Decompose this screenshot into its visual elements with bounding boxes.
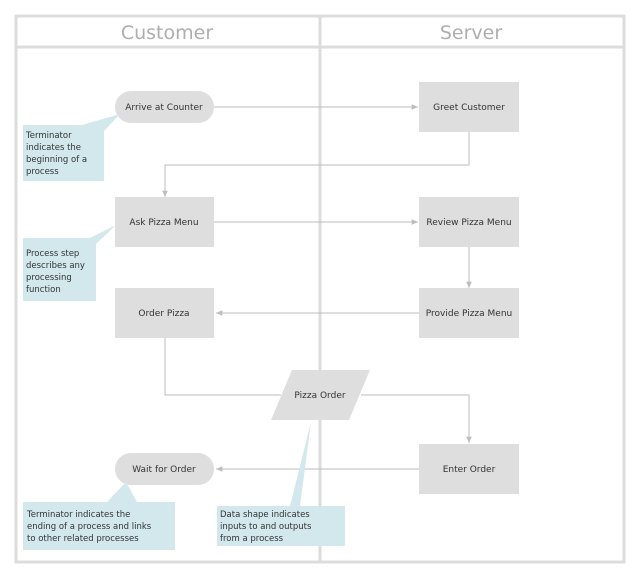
note-terminator-end-line: ending of a process and links (27, 522, 152, 532)
note-terminator-end-line: to other related processes (27, 534, 139, 544)
note-terminator-start-line: indicates the (26, 143, 81, 153)
note-process-step-line: describes any (26, 261, 85, 271)
process-ask-menu[interactable]: Ask Pizza Menu (115, 197, 214, 247)
process-enter-order-label: Enter Order (443, 465, 496, 475)
process-greet[interactable]: Greet Customer (419, 82, 519, 132)
process-review-menu-label: Review Pizza Menu (426, 218, 511, 228)
svg-text:Data shape indicates inp: Data shape indicates inputs to and outpu… (220, 510, 314, 544)
data-pizza-order[interactable]: Pizza Order (271, 370, 370, 420)
process-order-pizza-label: Order Pizza (138, 309, 189, 319)
process-greet-label: Greet Customer (433, 103, 505, 113)
note-data-shape-line: inputs to and outputs (220, 522, 312, 532)
note-process-step-line: processing (26, 273, 72, 283)
note-process-step-line: function (26, 285, 61, 295)
svg-text:Terminator indicates the: Terminator indicates the ending of a pro… (26, 510, 154, 544)
process-order-pizza[interactable]: Order Pizza (115, 288, 214, 338)
note-data-shape: Data shape indicates inputs to and outpu… (217, 422, 345, 546)
process-ask-menu-label: Ask Pizza Menu (129, 218, 198, 228)
connector-greet-to-ask (162, 132, 470, 197)
process-provide-menu-label: Provide Pizza Menu (426, 309, 512, 319)
connector-data-to-enter (361, 394, 472, 443)
note-terminator-end: Terminator indicates the ending of a pro… (23, 482, 175, 550)
svg-text:Process step describes a: Process step describes any processing fu… (26, 249, 88, 295)
lane-title-server: Server (440, 22, 502, 44)
note-process-step-line: Process step (26, 249, 79, 259)
terminator-arrive[interactable]: Arrive at Counter (115, 91, 214, 123)
process-review-menu[interactable]: Review Pizza Menu (419, 197, 519, 247)
data-pizza-order-label: Pizza Order (294, 391, 345, 401)
note-terminator-start-line: Terminator (25, 131, 72, 141)
svg-text:Terminator indicates the: Terminator indicates the beginning of a … (25, 131, 90, 177)
terminator-wait-label: Wait for Order (132, 465, 196, 475)
connectors (162, 104, 472, 472)
lane-frame (14, 14, 626, 564)
terminator-arrive-label: Arrive at Counter (125, 103, 203, 113)
process-enter-order[interactable]: Enter Order (419, 444, 519, 494)
note-terminator-end-line: Terminator indicates the (26, 510, 130, 520)
note-terminator-start: Terminator indicates the beginning of a … (23, 114, 120, 181)
note-process-step: Process step describes any processing fu… (23, 225, 116, 301)
connector-order-to-data (164, 338, 281, 396)
note-data-shape-line: from a process (220, 534, 284, 544)
note-data-shape-line: Data shape indicates (220, 510, 310, 520)
process-provide-menu[interactable]: Provide Pizza Menu (419, 288, 519, 338)
note-terminator-start-line: process (26, 167, 59, 177)
terminator-wait[interactable]: Wait for Order (115, 453, 214, 485)
note-terminator-start-line: beginning of a (26, 155, 87, 165)
lane-title-customer: Customer (121, 22, 213, 44)
